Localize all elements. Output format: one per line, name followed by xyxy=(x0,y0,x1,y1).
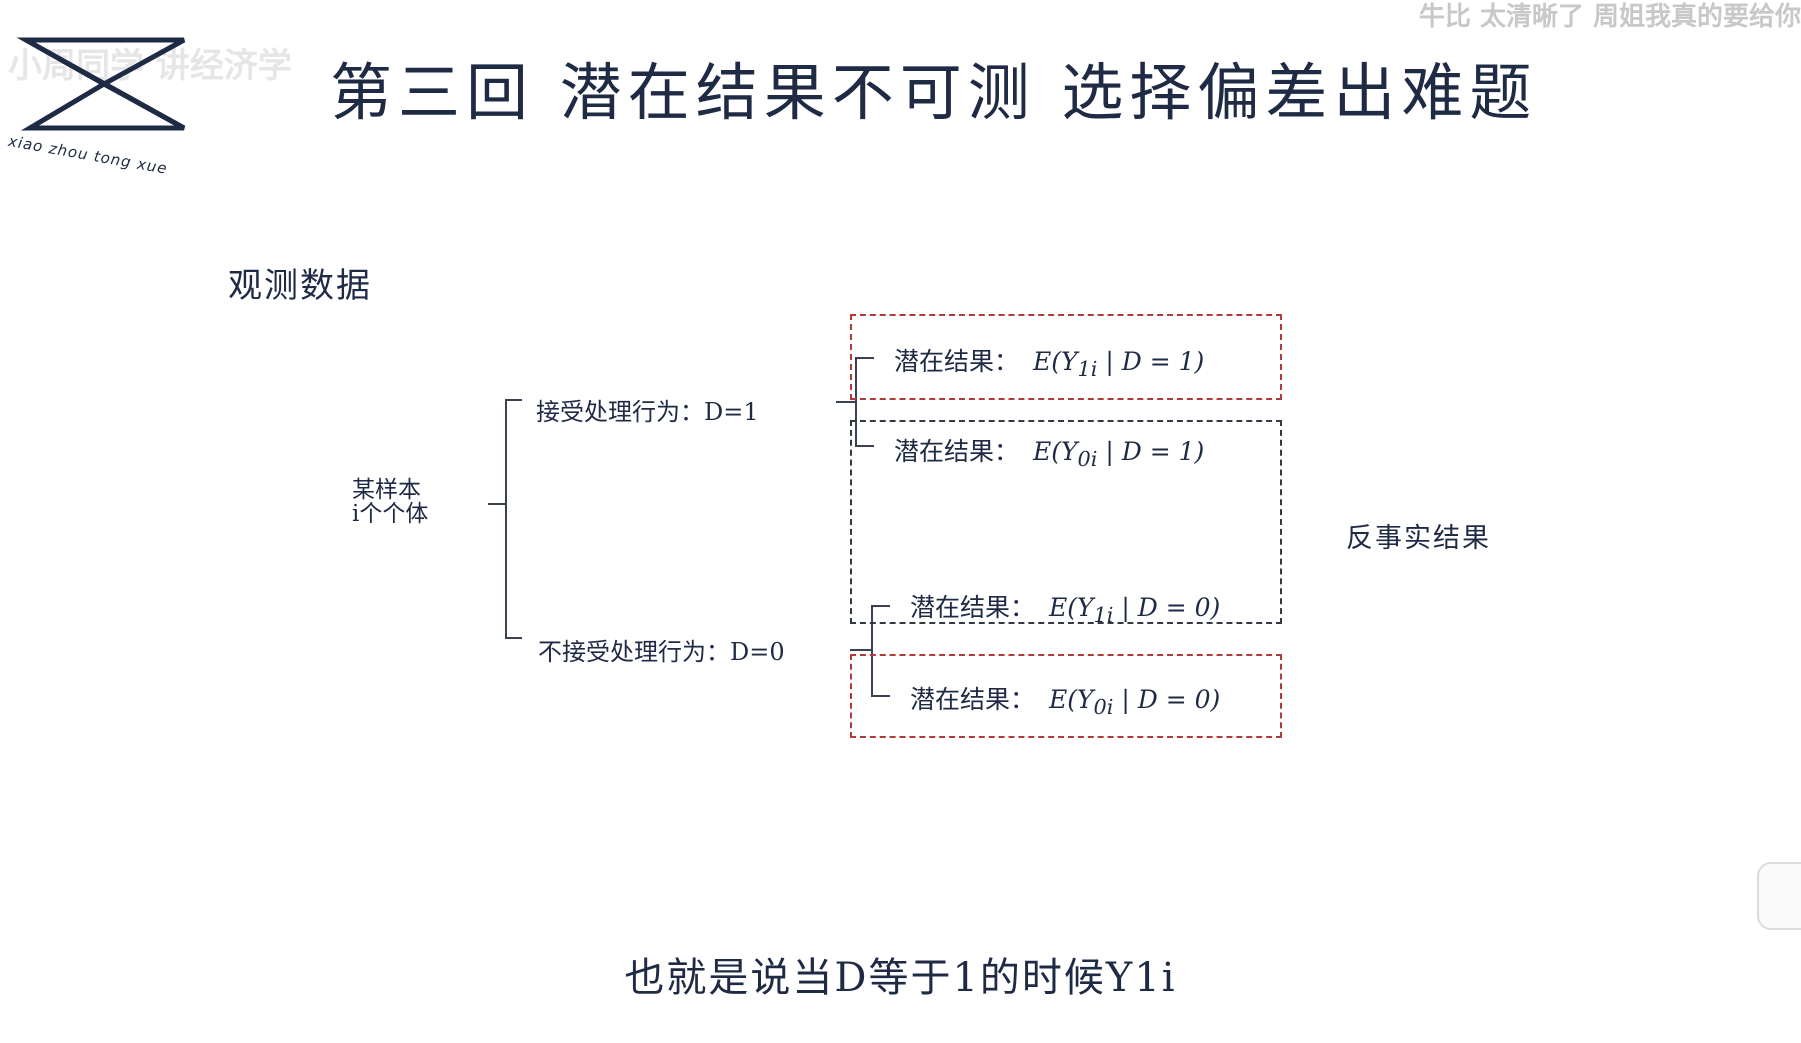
outcome-prefix: 潜在结果： xyxy=(910,593,1036,622)
watermark-right: 牛比 太清晰了 周姐我真的要给你 xyxy=(1418,2,1801,32)
outcome-prefix: 潜在结果： xyxy=(894,437,1020,466)
page-title: 第三回 潜在结果不可测 选择偏差出难题 xyxy=(330,56,1538,129)
observed-box-treated xyxy=(850,314,1282,400)
outcome-cond: | D = 0) xyxy=(1113,685,1221,714)
untreated-branch-label: 不接受处理行为：D=0 xyxy=(538,638,785,666)
outcome-cond: | D = 1) xyxy=(1097,347,1205,376)
video-subtitle: 也就是说当D等于1的时候Y1i xyxy=(624,955,1177,1001)
outcome-sub: 1i xyxy=(1077,357,1098,381)
outcome-sub: 1i xyxy=(1093,603,1114,627)
treated-branch-label: 接受处理行为：D=1 xyxy=(536,398,759,426)
counterfactual-box xyxy=(850,420,1282,624)
outcome-prefix: 潜在结果： xyxy=(894,347,1020,376)
root-node-line2: i个个体 xyxy=(352,501,429,527)
player-side-widget[interactable] xyxy=(1757,862,1801,930)
outcome-sub: 0i xyxy=(1093,695,1114,719)
outcome-y1-d0: 潜在结果： E(Y1i | D = 0) xyxy=(910,588,1220,627)
outcome-base: E(Y xyxy=(1049,685,1094,714)
observed-box-untreated xyxy=(850,654,1282,738)
counterfactual-label: 反事实结果 xyxy=(1346,523,1491,554)
outcome-sub: 0i xyxy=(1077,447,1098,471)
watermark-left: 小周同学 讲经济学 xyxy=(8,46,292,86)
hourglass-logo-icon xyxy=(16,37,186,131)
outcome-y1-d1: 潜在结果： E(Y1i | D = 1) xyxy=(894,342,1204,381)
outcome-cond: | D = 0) xyxy=(1113,593,1221,622)
outcome-base: E(Y xyxy=(1033,347,1078,376)
outcome-y0-d0: 潜在结果： E(Y0i | D = 0) xyxy=(910,680,1220,719)
root-node-line1: 某样本 xyxy=(352,477,421,503)
root-node: 某样本 i个个体 xyxy=(352,478,428,526)
section-label: 观测数据 xyxy=(228,266,372,306)
outcome-base: E(Y xyxy=(1033,437,1078,466)
outcome-prefix: 潜在结果： xyxy=(910,685,1036,714)
outcome-cond: | D = 1) xyxy=(1097,437,1205,466)
outcome-y0-d1: 潜在结果： E(Y0i | D = 1) xyxy=(894,432,1204,471)
outcome-base: E(Y xyxy=(1049,593,1094,622)
